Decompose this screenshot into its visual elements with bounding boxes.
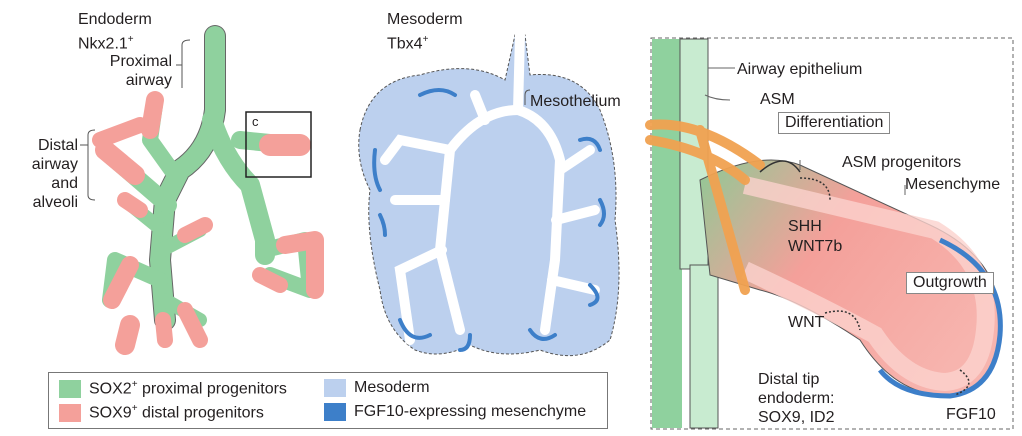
mesenchyme-label: Mesenchyme (905, 176, 1001, 193)
fgf10-label: FGF10 (946, 406, 996, 423)
proximal-airway-label: Proximal airway (109, 53, 172, 89)
legend-swatch-green (59, 379, 81, 398)
inset-c-frame (650, 37, 1014, 430)
legend-sup: + (131, 403, 138, 414)
tbx4-text: Tbx4 (387, 35, 423, 53)
airway-epithelium-label: Airway epithelium (737, 61, 863, 78)
legend-text: FGF10-expressing mesenchyme (354, 403, 587, 420)
legend-text: SOX2+ proximal progenitors (89, 379, 287, 398)
mesoderm-shape (358, 30, 620, 357)
legend-item-fgf10: FGF10-expressing mesenchyme (324, 403, 586, 421)
mesoderm-title: Mesoderm (387, 11, 463, 28)
legend-item-sox2: SOX2+ proximal progenitors (59, 379, 287, 398)
proximal-bracket (176, 39, 191, 88)
legend-label: SOX2 (89, 380, 132, 398)
nkx21-label: Nkx2.1+ (78, 30, 134, 53)
label-leaders (704, 67, 906, 195)
legend-rest: proximal progenitors (137, 380, 287, 398)
asm-progenitors-label: ASM progenitors (842, 154, 962, 171)
asm-label: ASM (760, 91, 795, 108)
wnt7b-label: WNT7b (788, 238, 843, 255)
legend-label: SOX9 (89, 404, 132, 422)
tbx4-sup: + (422, 34, 429, 45)
wnt-signal-arrow (824, 310, 861, 331)
legend-item-sox9: SOX9+ distal progenitors (59, 403, 264, 422)
differentiation-callout: Differentiation (778, 112, 891, 134)
mesothelium-leader (524, 89, 531, 105)
tbx4-label: Tbx4+ (387, 30, 428, 53)
mesothelium-label: Mesothelium (530, 93, 621, 110)
nkx21-sup: + (127, 34, 134, 45)
wnt-label: WNT (788, 314, 825, 331)
legend-sup: + (131, 379, 138, 390)
distal-airway-label: Distal airway and alveoli (31, 137, 78, 211)
legend-swatch-blue (324, 403, 346, 421)
legend: SOX2+ proximal progenitors SOX9+ distal … (48, 372, 608, 429)
legend-rest: distal progenitors (137, 404, 264, 422)
nkx21-text: Nkx2.1 (78, 35, 128, 53)
fgf10-mesenchyme (372, 88, 606, 352)
legend-swatch-lightblue (324, 379, 346, 397)
distal-bracket (80, 129, 96, 201)
asm-strands (645, 119, 765, 295)
inset-c-label: c (252, 114, 259, 129)
legend-item-mesoderm: Mesoderm (324, 379, 430, 397)
differentiation-arrow (759, 160, 801, 173)
legend-text: Mesoderm (354, 379, 430, 396)
endoderm-tree (92, 25, 324, 355)
distal-tip-label: Distal tip endoderm: SOX9, ID2 (758, 371, 835, 426)
legend-swatch-pink (59, 403, 81, 422)
outgrowth-callout: Outgrowth (906, 272, 994, 294)
endoderm-title: Endoderm (78, 11, 152, 28)
distal-tips (92, 91, 324, 355)
inset-box-c (245, 111, 312, 178)
shh-signal-arrow (799, 177, 831, 201)
legend-text: SOX9+ distal progenitors (89, 403, 264, 422)
shh-label: SHH (788, 218, 822, 235)
fgf10-signal-arrow (954, 369, 970, 396)
